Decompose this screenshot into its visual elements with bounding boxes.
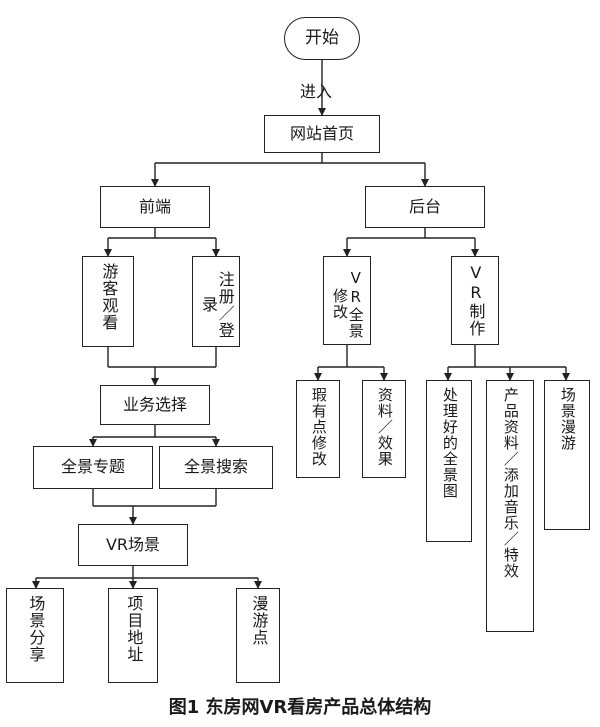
vr-pano-modify-node: VR全景修改 — [323, 256, 371, 345]
project-address-node: 项目地址 — [108, 588, 158, 683]
start-node: 开始 — [284, 17, 360, 60]
processed-pano-node: 处理好的全景图 — [426, 380, 472, 542]
flaw-modify-node: 瑕有点修改 — [296, 380, 340, 478]
scene-tour-node: 场景漫游 — [544, 380, 590, 530]
vr-make-node: VR制作 — [451, 256, 499, 345]
pano-topic-node: 全景专题 — [33, 446, 153, 489]
vr-scene-node: VR场景 — [78, 524, 188, 566]
product-info-node: 产品资料／添加音乐／特效 — [486, 380, 534, 632]
guest-view-node: 游客观看 — [82, 256, 134, 347]
home-node: 网站首页 — [264, 115, 380, 153]
front-node: 前端 — [100, 186, 210, 228]
register-login-node: 注册／登录 — [192, 256, 240, 347]
back-node: 后台 — [365, 186, 485, 228]
enter-label: 进入 — [300, 82, 333, 101]
pano-search-node: 全景搜索 — [159, 446, 273, 489]
business-select-node: 业务选择 — [100, 385, 210, 425]
scene-share-node: 场景分享 — [6, 588, 64, 683]
material-effect-node: 资料／效果 — [362, 380, 406, 478]
figure-caption: 图1 东房网VR看房产品总体结构 — [168, 697, 432, 718]
tour-point-node: 漫游点 — [236, 588, 280, 683]
